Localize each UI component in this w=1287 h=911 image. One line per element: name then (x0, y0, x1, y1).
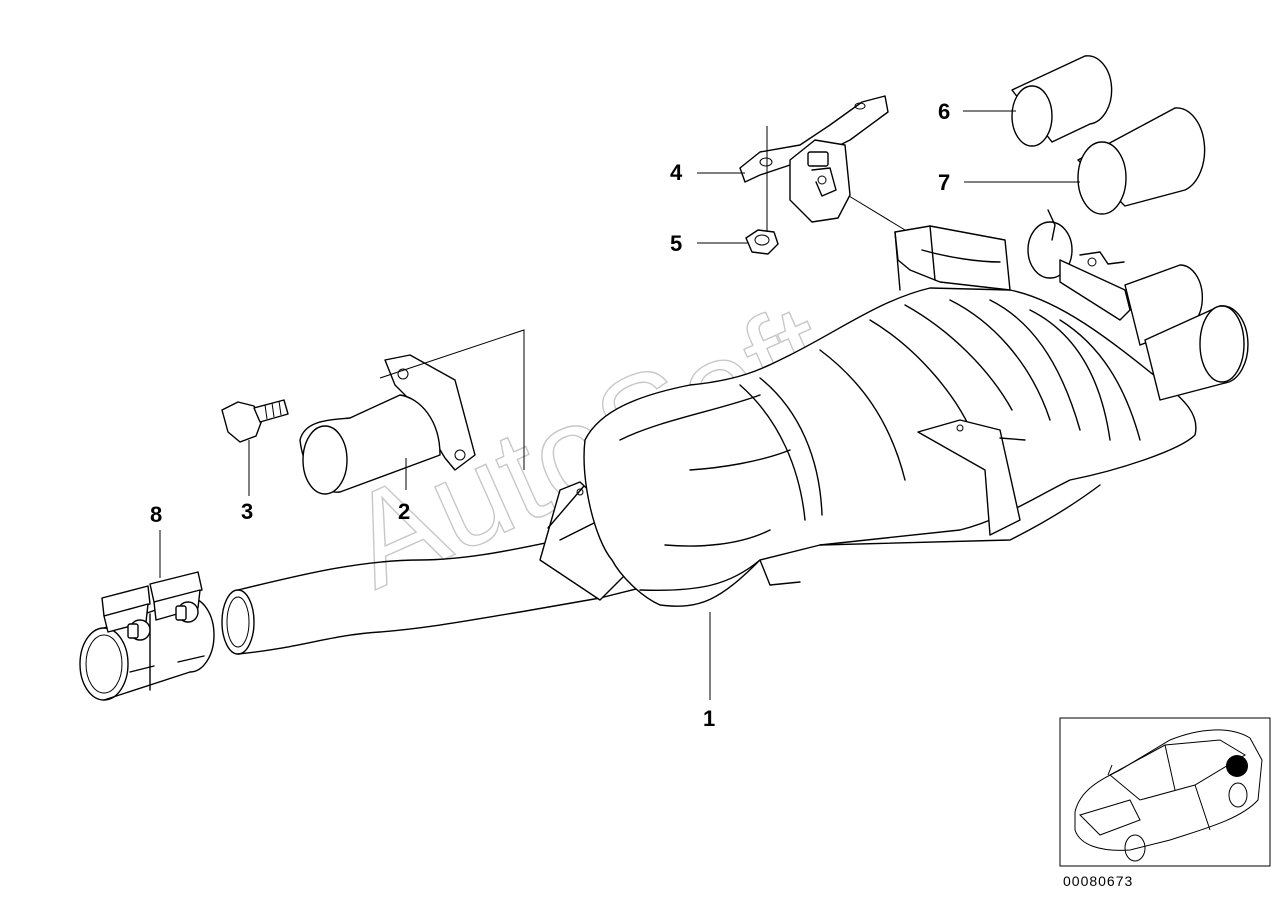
location-marker-dot (1226, 755, 1248, 777)
part-3-bolt[interactable] (221, 399, 289, 443)
part-5-nut[interactable] (745, 229, 779, 255)
part-7-tailpipe-trim[interactable] (1077, 107, 1206, 215)
label-part-5: 5 (670, 231, 682, 256)
label-part-1: 1 (703, 706, 715, 731)
part-2-pipe-flange[interactable] (299, 354, 476, 495)
document-number: 00080673 (1063, 873, 1133, 889)
label-part-6: 6 (938, 99, 950, 124)
part-4-hanger-bracket[interactable] (739, 95, 889, 223)
label-part-3: 3 (241, 499, 253, 524)
label-part-7: 7 (938, 170, 950, 195)
front-pipe (221, 481, 641, 655)
part-6-tailpipe-trim[interactable] (1011, 55, 1113, 147)
car-thumbnail-icon (1074, 729, 1263, 862)
car-location-inset (1059, 717, 1271, 867)
label-part-8: 8 (150, 502, 162, 527)
leader-lines (159, 110, 1080, 700)
part-1-rear-silencer[interactable] (583, 209, 1249, 607)
label-part-2: 2 (398, 499, 410, 524)
label-part-4: 4 (670, 160, 683, 185)
callout-labels: 1 2 3 4 5 6 7 8 (150, 99, 950, 731)
part-8-clamp[interactable] (79, 571, 215, 701)
